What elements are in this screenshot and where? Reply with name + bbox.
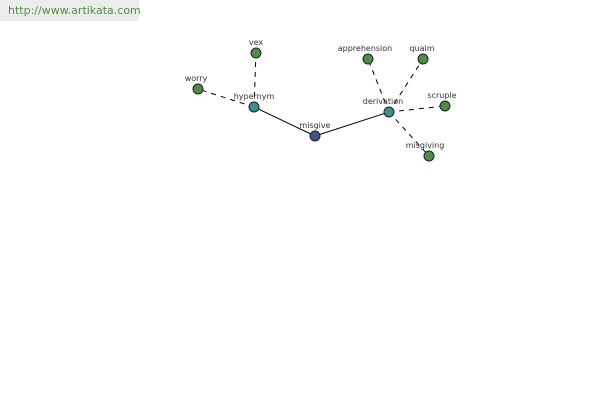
edge-derivation-scruple — [388, 105, 446, 113]
node-hypernym[interactable]: hypernym — [234, 92, 275, 113]
node-derivation-circle[interactable] — [383, 106, 395, 118]
node-qualm-label: qualm — [409, 44, 434, 53]
node-misgiving-label: misgiving — [406, 141, 445, 150]
node-misgive-label: misgive — [299, 121, 330, 130]
node-misgive-circle[interactable] — [309, 130, 321, 142]
nodes-layer: misgive hypernym derivation vex worry apprehe… — [185, 38, 457, 162]
node-hypernym-circle[interactable] — [248, 101, 260, 113]
node-vex[interactable]: vex — [249, 38, 264, 59]
edge-derivation-qualm — [388, 58, 424, 113]
node-worry-circle[interactable] — [192, 83, 204, 95]
node-derivation-label: derivation — [363, 97, 403, 106]
node-hypernym-label: hypernym — [234, 92, 275, 101]
node-apprehension[interactable]: apprehension — [338, 44, 393, 65]
node-misgive[interactable]: misgive — [299, 121, 331, 142]
node-misgiving-circle[interactable] — [423, 150, 435, 162]
node-vex-circle[interactable] — [250, 47, 262, 59]
edge-misgive-derivation — [314, 111, 390, 137]
edges-layer — [197, 52, 446, 157]
site-url-banner[interactable]: http://www.artikata.com — [0, 0, 141, 21]
node-apprehension-label: apprehension — [338, 44, 393, 53]
node-misgiving[interactable]: misgiving — [406, 141, 445, 162]
node-qualm-circle[interactable] — [417, 53, 429, 65]
node-worry[interactable]: worry — [185, 74, 208, 95]
node-scruple[interactable]: scruple — [427, 91, 457, 112]
node-derivation[interactable]: derivation — [363, 97, 403, 118]
node-scruple-label: scruple — [427, 91, 456, 100]
node-scruple-circle[interactable] — [439, 100, 451, 112]
node-qualm[interactable]: qualm — [409, 44, 435, 65]
node-vex-label: vex — [249, 38, 264, 47]
edge-misgive-hypernym — [253, 106, 316, 137]
node-worry-label: worry — [185, 74, 208, 83]
node-apprehension-circle[interactable] — [362, 53, 374, 65]
